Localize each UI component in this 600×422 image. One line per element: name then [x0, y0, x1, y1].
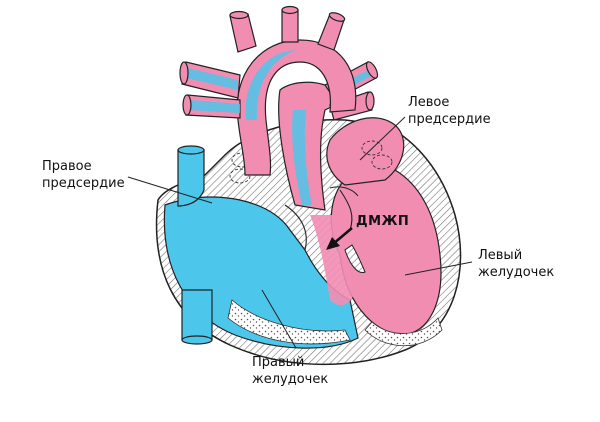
- aortic-arch-blue-stream: [245, 50, 296, 120]
- pulmonary-trunk-blue-stream: [292, 110, 312, 205]
- pulmonary-vein-1: [361, 140, 383, 156]
- brachiocephalic-artery: [229, 13, 257, 53]
- mitral-valve: [339, 189, 353, 231]
- pulmonary-artery-left-opening: [179, 61, 189, 85]
- pulmonary-vein-2: [371, 154, 393, 170]
- tricuspid-valve: [284, 204, 307, 251]
- aortic-valve: [329, 186, 359, 197]
- pulmonary-vein-4: [229, 168, 251, 184]
- label-defect: ДМЖП: [356, 214, 410, 229]
- pulmonary-artery-left-stream: [186, 68, 238, 90]
- subclavian-opening: [328, 12, 346, 22]
- carotid-opening: [281, 5, 299, 15]
- leader-left-ventricle: [404, 261, 473, 276]
- septum-wall: [344, 244, 366, 274]
- brachiocephalic-opening: [229, 10, 249, 20]
- label-left-ventricle: Левый желудочек: [478, 248, 555, 280]
- left-atrium: [326, 117, 405, 186]
- leader-left-atrium: [359, 116, 406, 161]
- defect-arrow-head: [326, 237, 340, 250]
- defect-arrow-shaft: [332, 227, 353, 245]
- carotid-artery: [281, 9, 299, 43]
- inferior-vena-cava-opening: [181, 335, 213, 345]
- pulmonary-branch-lower-opening: [365, 91, 375, 111]
- leader-right-ventricle: [261, 289, 297, 349]
- pulmonary-artery-left-lower-stream: [189, 100, 240, 113]
- pulmonary-artery-left-lower-opening: [182, 94, 192, 116]
- right-ventricle-trabeculae: [227, 299, 351, 345]
- vena-cava-opening: [177, 145, 205, 155]
- pulmonary-branch-right-opening: [365, 61, 379, 79]
- left-ventricle-trabeculae: [364, 317, 443, 347]
- label-left-atrium: Левое предсердие: [408, 95, 491, 127]
- superior-vena-cava: [177, 149, 205, 207]
- label-right-ventricle: Правый желудочек: [252, 355, 329, 387]
- label-right-atrium: Правое предсердие: [42, 159, 125, 191]
- leader-right-atrium: [127, 176, 213, 204]
- septal-defect-zone: [310, 215, 355, 306]
- inferior-vena-cava: [181, 289, 213, 341]
